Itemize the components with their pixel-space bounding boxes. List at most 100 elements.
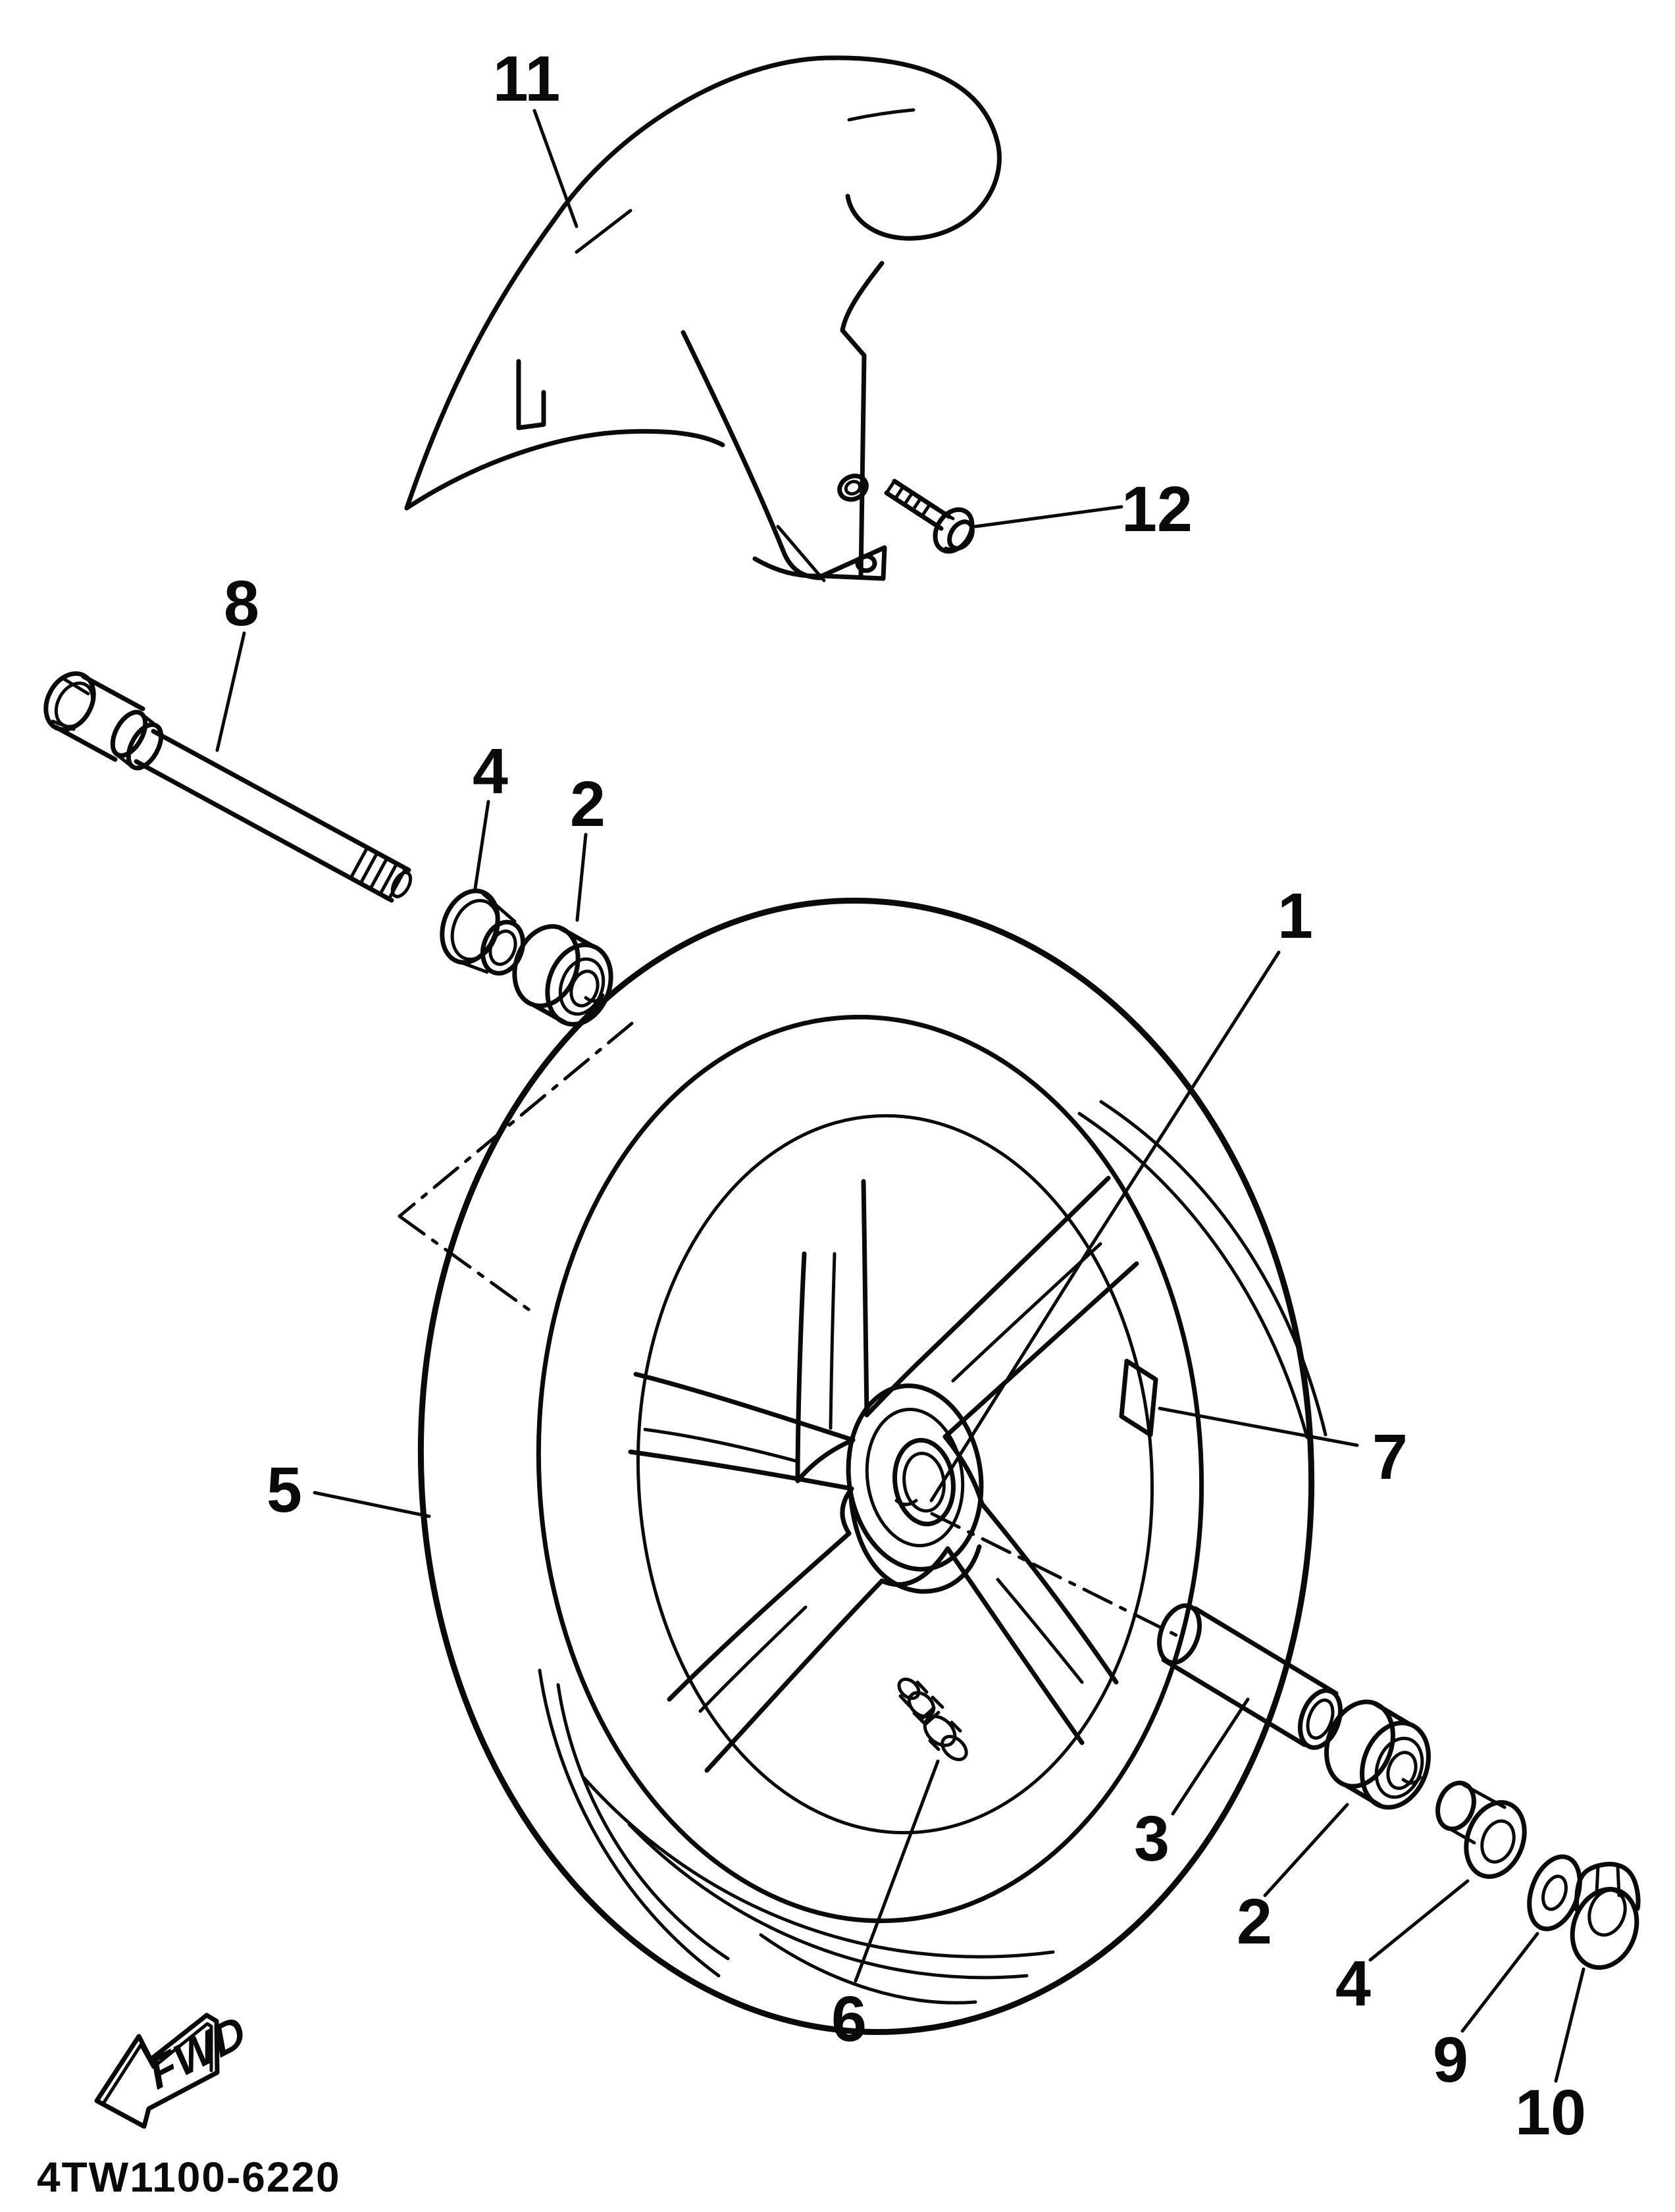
nut-flange xyxy=(1570,1886,1639,1970)
valve-cap-sides xyxy=(898,1680,929,1708)
fender-panel-crease xyxy=(776,525,826,582)
callout-label-1: 1 xyxy=(1277,880,1313,952)
spoke-ur-edge1 xyxy=(917,1175,1111,1364)
rim-lip-arc-bl1 xyxy=(556,1683,730,1961)
tire-outer xyxy=(417,897,1315,2036)
rim-lip-arc-tr2 xyxy=(1099,1100,1327,1437)
callout-label-7: 7 xyxy=(1372,1421,1408,1493)
front-fender xyxy=(404,55,1002,582)
callout-label-2: 2 xyxy=(570,768,606,840)
spoke-lr-crease xyxy=(996,1578,1084,1684)
hub-face xyxy=(865,1408,965,1547)
nut-face xyxy=(1587,1888,1627,1937)
spoke-left-crease xyxy=(643,1428,798,1463)
callout-label-11: 11 xyxy=(493,43,561,115)
center-line-upper-left xyxy=(398,1021,634,1218)
callout-leader-1 xyxy=(929,950,1281,1503)
fwd-arrow-inner-edge xyxy=(101,2022,213,2105)
callout-leader-4 xyxy=(1368,1879,1470,1962)
axle-collar-edges xyxy=(115,711,159,769)
bolt-head-face xyxy=(947,519,975,551)
callout-label-10: 10 xyxy=(1515,2076,1586,2148)
callout-label-3: 3 xyxy=(1134,1803,1170,1874)
fender-crease-nose xyxy=(847,108,915,122)
callout-leader-2 xyxy=(1263,1803,1349,1897)
collar-lower-edges xyxy=(1445,1783,1507,1845)
spoke-ll-edge1 xyxy=(667,1531,852,1702)
tube-top-edge xyxy=(1193,1606,1339,1696)
spoke-top-left-edge xyxy=(795,1251,807,1483)
bearing-upper xyxy=(512,924,613,1027)
spoke-lr-edge1 xyxy=(979,1501,1119,1685)
callout-leader-9 xyxy=(1460,1932,1539,2033)
spoke-left-edge2 xyxy=(628,1449,854,1491)
axle-head-top xyxy=(81,674,145,711)
callout-leader-2 xyxy=(575,833,588,922)
callout-leader-7 xyxy=(1158,1406,1359,1447)
washer-inner xyxy=(1541,1874,1568,1911)
bearing-lower-face xyxy=(1360,1720,1431,1810)
fender-inner-top-edge xyxy=(840,261,885,579)
axle-threads xyxy=(349,846,407,900)
assembly-center-lines xyxy=(398,1021,1180,1638)
part-code-text: 4TW1100-6220 xyxy=(37,2153,341,2201)
spoke-ll-crease xyxy=(698,1605,808,1713)
fender-bracket xyxy=(819,545,887,581)
collar-upper-bore xyxy=(488,929,517,966)
fender-side-panel-edge xyxy=(681,330,823,580)
spoke-top-right-edge xyxy=(861,1179,869,1418)
callout-leader-10 xyxy=(1554,1967,1585,2083)
valve-cap xyxy=(897,1678,921,1700)
tube-bottom-edge xyxy=(1161,1657,1307,1747)
bearing-lower-seal-curl xyxy=(1401,1775,1422,1785)
tube-end-near xyxy=(1157,1603,1202,1665)
fender-bracket-hole xyxy=(855,553,877,573)
nut-hex-facets xyxy=(1595,1865,1621,1897)
rim-well-arc2 xyxy=(627,1822,1029,1980)
valve-base-sides xyxy=(928,1720,962,1751)
hub-fillet-5 xyxy=(795,1437,856,1483)
collar-lower-flange xyxy=(1464,1800,1527,1879)
callout-label-2: 2 xyxy=(1237,1886,1272,1957)
callout-label-8: 8 xyxy=(224,567,259,639)
wheel xyxy=(417,897,1327,2036)
valve-nut xyxy=(923,1714,957,1747)
collar-lower-bore xyxy=(1480,1819,1516,1864)
axle-head-bottom xyxy=(53,725,118,762)
fender-mount-tab xyxy=(516,359,546,430)
axle-nut xyxy=(1570,1861,1641,1970)
fender-bolt xyxy=(884,478,975,554)
axle-tip xyxy=(390,871,413,898)
spoke-ur-edge2 xyxy=(942,1261,1139,1439)
callout-leader-8 xyxy=(215,631,246,752)
fwd-arrow: FWD xyxy=(94,2005,253,2129)
callout-label-4: 4 xyxy=(473,735,508,807)
fender-grommet-inner xyxy=(844,480,862,496)
bearing-lower xyxy=(1324,1699,1431,1810)
rim-lip-arc-bl2 xyxy=(538,1668,721,1978)
callout-label-6: 6 xyxy=(831,1983,867,2055)
bearing-upper-tangents xyxy=(530,925,596,1025)
bolt-threads xyxy=(885,479,932,518)
rim-well-arc3 xyxy=(759,1933,977,2005)
fender-bottom-corner xyxy=(752,556,825,579)
spoke-top-crease xyxy=(829,1252,837,1430)
rim-well-arc1 xyxy=(581,1775,1055,1959)
axle-shaft-top xyxy=(151,729,411,873)
bearing-lower-tangents xyxy=(1343,1701,1412,1809)
wheel-axle xyxy=(43,671,413,903)
callout-label-4: 4 xyxy=(1335,1947,1371,2019)
spoke-left-edge1 xyxy=(633,1372,856,1443)
collar-lower xyxy=(1435,1780,1527,1879)
valve-stem-sides xyxy=(912,1695,944,1725)
callout-leader-12 xyxy=(973,505,1123,528)
bearing-upper-seal-curl xyxy=(584,993,605,1003)
fender-wheel-arch xyxy=(404,428,725,511)
tire-inner xyxy=(536,1014,1204,1924)
spacer-tube xyxy=(1157,1603,1343,1750)
valve-stem-ticks xyxy=(919,1706,941,1726)
fwd-arrow-outline xyxy=(94,2013,220,2129)
